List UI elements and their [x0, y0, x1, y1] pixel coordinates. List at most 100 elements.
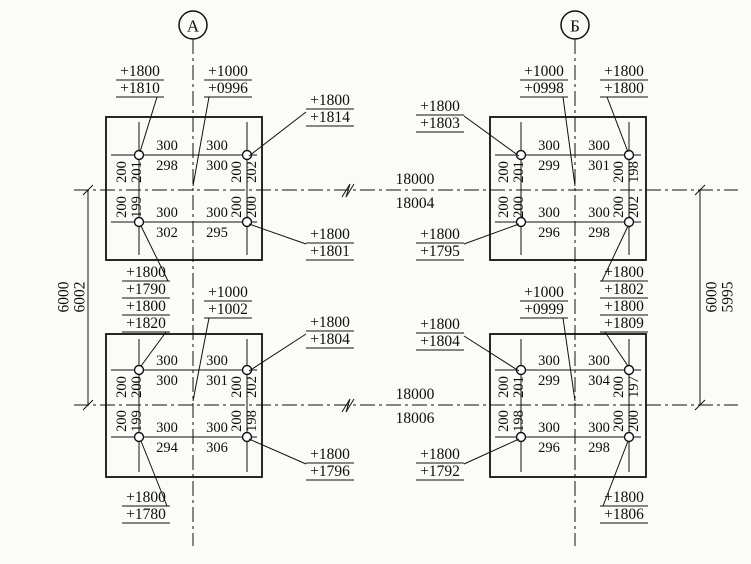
offset-actual: 200 — [244, 196, 260, 218]
offset-actual: 299 — [538, 158, 560, 174]
callout-tl-corner-br: +1800 +1801 — [248, 223, 354, 261]
elevation-design: +1800 — [310, 314, 350, 331]
leader-line — [122, 440, 170, 524]
offset-actual: 200 — [511, 196, 527, 218]
construction-lines — [495, 122, 641, 255]
leader-line — [248, 108, 354, 157]
leader-line — [416, 438, 520, 481]
offset-design: 300 — [588, 420, 610, 436]
elevation-actual: +1804 — [420, 333, 460, 350]
callout-br-corner-br: +1800 +1806 — [600, 440, 648, 524]
callout-tl-center: +1000 +0996 — [192, 63, 252, 187]
elevation-design: +1800 — [420, 446, 460, 463]
offset-actual: 301 — [206, 373, 228, 389]
offset-design: 300 — [538, 353, 560, 369]
elevation-actual: +1780 — [126, 506, 166, 523]
offset-design: 200 — [114, 410, 130, 432]
leader-line — [600, 440, 648, 524]
elevation-design: +1000 — [208, 284, 248, 301]
survey-point — [133, 431, 145, 443]
elevation-actual: +1800 — [604, 80, 644, 97]
offset-design: 300 — [588, 353, 610, 369]
offset-design: 200 — [611, 410, 627, 432]
offset-design: 300 — [538, 138, 560, 154]
callout-br-corner-tr: +1800 +1809 — [600, 298, 648, 367]
elevation-actual: +1803 — [420, 115, 460, 132]
survey-point — [623, 431, 635, 443]
elevation-actual: +1796 — [310, 463, 350, 480]
offset-actual: 301 — [588, 158, 610, 174]
leader-line — [122, 314, 170, 367]
elevation-actual: +1820 — [126, 315, 166, 332]
callout-tr-center: +1000 +0998 — [520, 63, 576, 187]
elevation-design: +1800 — [126, 264, 166, 281]
offset-actual: 198 — [244, 410, 260, 432]
elevation-design: +1000 — [208, 63, 248, 80]
survey-point — [241, 364, 253, 376]
offset-actual: 294 — [156, 440, 179, 456]
axis-label-b: Б — [570, 17, 580, 36]
callout-tr-corner-tr: +1800 +1800 — [600, 63, 648, 153]
survey-point — [133, 364, 145, 376]
offset-design: 200 — [229, 376, 245, 398]
elevation-actual: +0999 — [524, 301, 564, 318]
dim-line-left — [82, 184, 94, 411]
offset-actual: 197 — [626, 376, 642, 398]
elevation-design: +1000 — [524, 63, 564, 80]
construction-lines — [111, 122, 257, 255]
elevation-actual: +1804 — [310, 331, 350, 348]
dim-left-actual: 6002 — [72, 282, 89, 313]
offset-design: 200 — [496, 196, 512, 218]
elevation-design: +1800 — [604, 489, 644, 506]
survey-point — [623, 216, 635, 228]
offset-actual: 201 — [511, 161, 527, 183]
elevation-design: +1800 — [420, 316, 460, 333]
elevation-actual: +1801 — [310, 243, 350, 260]
callout-tl-corner-tl: +1800 +1810 — [116, 63, 164, 153]
offset-design: 200 — [114, 161, 130, 183]
dim-top-design: 18000 — [396, 171, 435, 188]
callout-tr-corner-bl: +1800 +1795 — [416, 223, 520, 261]
offset-actual: 201 — [129, 161, 145, 183]
leader-line — [416, 223, 520, 261]
offset-design: 300 — [538, 205, 560, 221]
foundation-outline — [489, 333, 647, 478]
offset-design: 300 — [156, 138, 178, 154]
elevation-design: +1800 — [604, 63, 644, 80]
elevation-actual: +1809 — [604, 315, 644, 332]
leader-line — [416, 332, 520, 372]
dim-right-design: 6000 — [704, 281, 721, 312]
offset-actual: 198 — [511, 410, 527, 432]
leader-line — [116, 79, 164, 153]
foundation-outline — [105, 333, 263, 478]
offset-actual: 202 — [244, 161, 260, 183]
dim-right-actual: 5995 — [720, 281, 737, 312]
elevation-actual: +1795 — [420, 243, 460, 260]
survey-point — [133, 149, 145, 161]
foundation-outline — [105, 116, 263, 261]
survey-point — [133, 216, 145, 228]
leader-line — [416, 114, 520, 157]
offset-design: 200 — [611, 161, 627, 183]
offset-design: 300 — [538, 420, 560, 436]
offset-design: 300 — [588, 205, 610, 221]
foundation-outline — [489, 116, 647, 261]
leader-line — [600, 314, 648, 367]
survey-point — [241, 431, 253, 443]
callout-tr-corner-br: +1800 +1802 — [600, 225, 648, 299]
offset-design: 300 — [156, 205, 178, 221]
offset-actual: 296 — [538, 225, 560, 241]
offset-design: 200 — [496, 376, 512, 398]
offset-actual: 198 — [626, 161, 642, 183]
callout-tl-corner-tr: +1800 +1814 — [248, 92, 354, 157]
offset-actual: 201 — [511, 376, 527, 398]
offset-design: 200 — [229, 161, 245, 183]
elevation-design: +1800 — [126, 298, 166, 315]
offset-design: 200 — [496, 161, 512, 183]
elevation-design: +1800 — [120, 63, 160, 80]
survey-point — [241, 149, 253, 161]
callout-bl-corner-tr: +1800 +1804 — [248, 314, 354, 372]
square-bl: 300 300 300 301 300 300 294 306 200 200 … — [105, 333, 263, 478]
leader-line — [248, 330, 354, 372]
